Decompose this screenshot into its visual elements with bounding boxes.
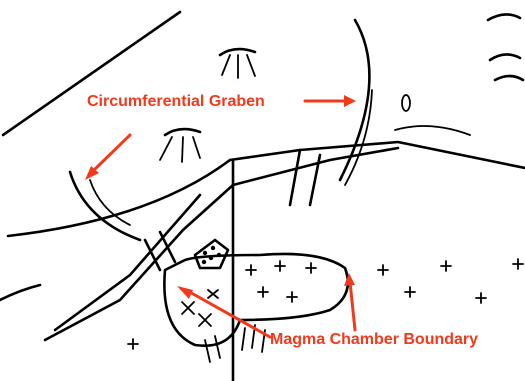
chamber-label: Magma Chamber Boundary: [270, 332, 478, 348]
chamber-arrow-right: [344, 273, 355, 330]
graben-arrow-left: [85, 135, 130, 180]
edge-scribbles: [395, 14, 523, 135]
dotted-block: [195, 240, 228, 268]
surface-lines: [0, 12, 525, 300]
graben-arrow-right: [305, 95, 356, 107]
graben-label: Circumferential Graben: [87, 94, 265, 110]
block-edges: [45, 160, 233, 381]
